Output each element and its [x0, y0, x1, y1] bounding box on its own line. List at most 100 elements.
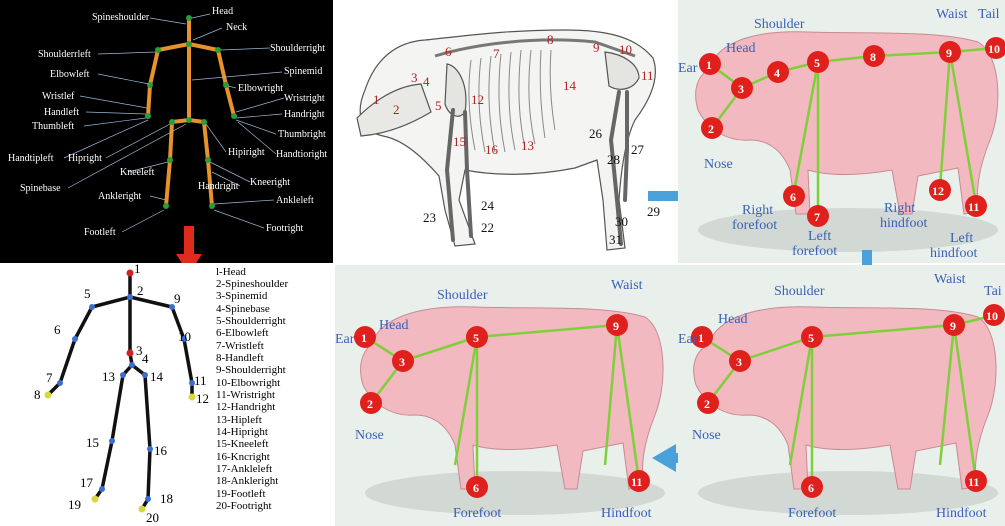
- stick-num-20: 20: [146, 510, 159, 525]
- pig11a-kp-1: 1: [361, 331, 367, 345]
- pig11a-label-shoulder: Shoulder: [437, 288, 488, 303]
- stick-num-6: 6: [54, 322, 61, 337]
- pig11b-kp-10: 10: [986, 309, 998, 323]
- stick-num-14: 14: [150, 369, 164, 384]
- skel-num-30: 30: [615, 214, 628, 229]
- stick-num-15: 15: [86, 435, 99, 450]
- skel-num-2: 2: [393, 102, 400, 117]
- pig11b-kp-11: 11: [968, 475, 979, 489]
- legend-item: 16-Kncright: [216, 451, 270, 463]
- label-elbowright: Elbowright: [238, 83, 283, 94]
- stick-figure-panel: 1 2 3 4 5 6 7 8 9 10 11 12 13 14 15 16 1…: [0, 263, 333, 526]
- legend-item: 2-Spineshoulder: [216, 278, 288, 290]
- pig12-label-left-hindfoot-line2: hindfoot: [930, 246, 978, 261]
- kinect-skeleton-panel: Spineshoulder Head Neck Shoulderrleft Sh…: [0, 0, 333, 263]
- pig11a-kp-11: 11: [631, 475, 642, 489]
- pig12-label-left-hindfoot-line1: Left: [950, 231, 973, 246]
- label-handright-2: Handright: [198, 181, 239, 192]
- pig11b-label-ear: Ear: [678, 332, 698, 347]
- kinect-skeleton-figure: Spineshoulder Head Neck Shoulderrleft Sh…: [0, 0, 333, 263]
- legend-item: 17-Ankleleft: [216, 463, 272, 475]
- label-handleft: Handleft: [44, 107, 79, 118]
- pig11b-kp-9: 9: [950, 319, 956, 333]
- pig11a-label-ear: Ear: [335, 332, 355, 347]
- label-ankleleft: Ankleleft: [276, 195, 314, 206]
- label-kneeright: Kneeright: [250, 177, 290, 188]
- pig12-label-shoulder: Shoulder: [754, 17, 805, 32]
- skel-num-23: 23: [423, 210, 436, 225]
- skel-num-12: 12: [471, 92, 484, 107]
- pig12-kp-9: 9: [946, 46, 952, 60]
- pig12-kp-2: 2: [708, 122, 714, 136]
- stick-num-9: 9: [174, 291, 181, 306]
- pig11b-label-head: Head: [718, 312, 748, 327]
- stick-num-18: 18: [160, 491, 173, 506]
- stick-num-1: 1: [134, 263, 141, 276]
- skel-num-8: 8: [547, 32, 554, 47]
- pig12-label-right-forefoot-line1: Right: [742, 203, 773, 218]
- legend-item: 7-Wristleft: [216, 340, 264, 352]
- skel-num-7: 7: [493, 46, 500, 61]
- pig12-label-ear: Ear: [678, 61, 698, 76]
- legend-item: 9-Shoulderright: [216, 364, 286, 376]
- pig-11a-figure: 1 3 2 5 9 6 11 Shoulder Waist Head Ear N…: [335, 265, 678, 526]
- pig12-label-right-hindfoot-line2: hindfoot: [880, 216, 928, 231]
- pig12-label-right-forefoot-line2: forefoot: [732, 218, 777, 233]
- pig12-label-waist: Waist: [936, 7, 968, 22]
- pig12-kp-6: 6: [790, 190, 796, 204]
- pig12-label-head: Head: [726, 41, 756, 56]
- pig11b-kp-3: 3: [736, 355, 742, 369]
- skel-num-26: 26: [589, 126, 603, 141]
- label-kneeleft: Kneeleft: [120, 167, 155, 178]
- label-footleft: Footleft: [84, 227, 116, 238]
- legend-item: 10-Elbowright: [216, 377, 280, 389]
- stick-num-12: 12: [196, 391, 209, 406]
- legend-item: 12-Handright: [216, 401, 275, 413]
- label-neck: Neck: [226, 22, 247, 33]
- skel-num-16: 16: [485, 142, 499, 157]
- stick-num-8: 8: [34, 387, 41, 402]
- pig-skeleton-drawing: 1 2 3 4 5 6 7 8 9 10 11 12 13 14 15 16 2…: [335, 0, 678, 263]
- pig11a-kp-2: 2: [367, 397, 373, 411]
- label-shoulderright: Shoulderright: [270, 43, 325, 54]
- legend-item: 14-Hipright: [216, 426, 268, 438]
- skel-num-6: 6: [445, 44, 452, 59]
- pig11a-label-nose: Nose: [355, 428, 384, 443]
- legend-item: 8-Handleft: [216, 352, 264, 364]
- pig12-label-left-forefoot-line1: Left: [808, 229, 831, 244]
- skel-num-11: 11: [641, 68, 654, 83]
- pig11b-label-nose: Nose: [692, 428, 721, 443]
- stick-num-4: 4: [142, 351, 149, 366]
- label-spineshoulder: Spineshoulder: [92, 12, 150, 23]
- label-wristleft: Wristlef: [42, 91, 75, 102]
- pig11b-label-tail: Tai: [984, 284, 1002, 299]
- label-spinebase: Spinebase: [20, 183, 61, 194]
- pig12-kp-10: 10: [988, 42, 1000, 56]
- skel-num-10: 10: [619, 42, 632, 57]
- skel-num-27: 27: [631, 142, 645, 157]
- skel-num-24: 24: [481, 198, 495, 213]
- legend-item: 15-Kneeleft: [216, 438, 269, 450]
- legend-item: 3-Spinemid: [216, 290, 267, 302]
- pig12-kp-4: 4: [774, 66, 780, 80]
- label-handtipleft: Handtipleft: [8, 153, 54, 164]
- stick-num-16: 16: [154, 443, 168, 458]
- stick-num-17: 17: [80, 475, 94, 490]
- pig12-kp-11: 11: [968, 200, 979, 214]
- pig-12-keypoints-figure: 1 2 3 4 5 8 9 10 6 7 12 11 Shoulder Wais…: [678, 0, 1005, 263]
- skel-num-28: 28: [607, 152, 620, 167]
- skel-num-15: 15: [453, 134, 466, 149]
- legend-item: 13-Hipleft: [216, 414, 262, 426]
- stick-num-19: 19: [68, 497, 81, 512]
- pig12-kp-12: 12: [932, 184, 944, 198]
- label-head: Head: [212, 6, 233, 17]
- label-handright: Handright: [284, 109, 325, 120]
- stick-num-5: 5: [84, 286, 91, 301]
- skel-num-4: 4: [423, 74, 430, 89]
- pig11b-kp-1: 1: [698, 331, 704, 345]
- label-spinemid: Spinemid: [284, 66, 322, 77]
- pig-skeleton-panel: 1 2 3 4 5 6 7 8 9 10 11 12 13 14 15 16 2…: [335, 0, 678, 263]
- stick-num-2: 2: [137, 283, 144, 298]
